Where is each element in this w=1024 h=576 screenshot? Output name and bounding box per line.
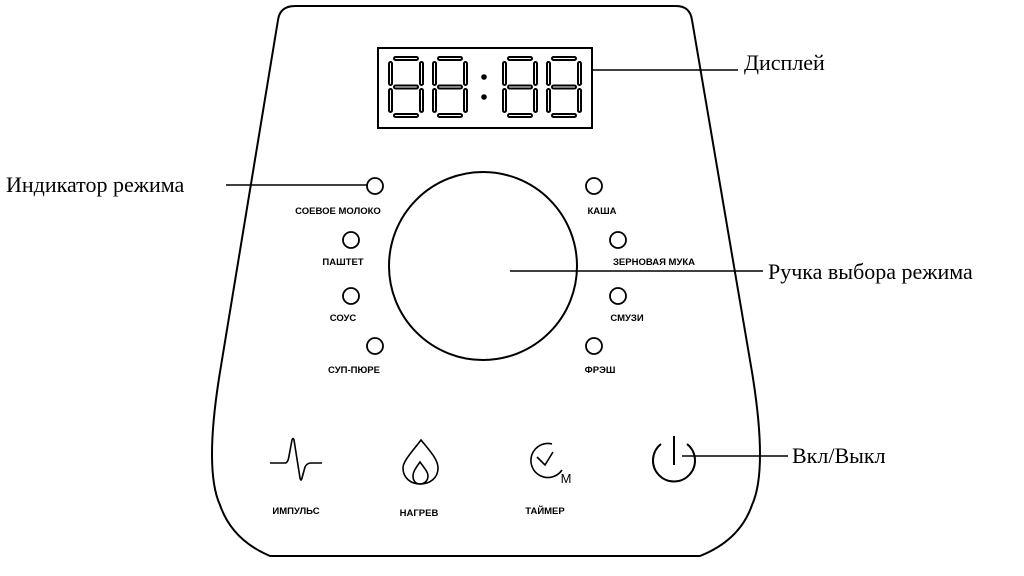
display-segment	[507, 84, 533, 90]
timer-mode-letter: M	[561, 471, 572, 486]
display-segment	[502, 88, 507, 113]
mode-indicator-callout: Индикатор режима	[6, 172, 185, 197]
display-segment	[551, 84, 577, 90]
clock-timer-icon	[530, 442, 563, 479]
display-segment	[419, 61, 424, 86]
display-segment	[551, 56, 577, 61]
mode-label: СОЕВОЕ МОЛОКО	[295, 206, 381, 217]
mode-indicator-led	[609, 231, 627, 249]
pulse-wave-icon	[270, 437, 322, 481]
mode-label: ПАШТЕТ	[322, 257, 363, 268]
mode-indicator-group-right: КАША ЗЕРНОВАЯ МУКА СМУЗИ ФРЭШ	[585, 177, 695, 376]
display-segment	[393, 56, 419, 61]
display-callout: Дисплей	[744, 50, 825, 75]
heat-label: НАГРЕВ	[400, 508, 439, 519]
mode-label: КАША	[587, 206, 616, 217]
display-segment	[577, 61, 582, 86]
display	[377, 47, 593, 129]
display-segment	[577, 88, 582, 113]
power-callout: Вкл/Выкл	[792, 443, 886, 468]
display-segment	[419, 88, 424, 113]
mode-indicator-led	[585, 337, 603, 355]
display-segment	[533, 88, 538, 113]
mode-label: ЗЕРНОВАЯ МУКА	[613, 257, 695, 268]
power-button[interactable]	[652, 436, 696, 483]
pulse-button[interactable]: ИМПУЛЬС	[270, 437, 322, 518]
mode-indicator-led	[609, 287, 627, 305]
display-segment	[432, 88, 437, 113]
pulse-label: ИМПУЛЬС	[272, 506, 319, 517]
mode-indicator-led	[342, 287, 360, 305]
display-colon-top	[481, 74, 487, 80]
display-segment	[393, 84, 419, 90]
display-segment	[437, 113, 463, 118]
flame-inner-icon	[412, 460, 429, 485]
mode-label: СОУС	[330, 313, 357, 324]
mode-label: ФРЭШ	[585, 365, 616, 376]
display-segment	[463, 88, 468, 113]
display-segment	[388, 88, 393, 113]
timer-button[interactable]: M ТАЙМЕР	[525, 442, 572, 517]
display-segment	[388, 61, 393, 86]
mode-label: СМУЗИ	[610, 313, 644, 324]
display-segment	[551, 113, 577, 118]
display-segment	[507, 113, 533, 118]
panel-outline	[211, 5, 761, 557]
timer-label: ТАЙМЕР	[525, 505, 565, 517]
display-segment	[546, 88, 551, 113]
display-segment	[393, 113, 419, 118]
display-digits	[388, 56, 582, 118]
display-segment	[432, 61, 437, 86]
display-segment	[463, 61, 468, 86]
display-segment	[533, 61, 538, 86]
mode-indicator-led	[366, 337, 384, 355]
mode-label: СУП-ПЮРЕ	[328, 365, 380, 376]
clock-hands-icon	[536, 451, 554, 467]
mode-indicator-led	[342, 231, 360, 249]
display-segment	[502, 61, 507, 86]
display-segment	[546, 61, 551, 86]
display-segment	[437, 84, 463, 90]
mode-indicator-group-left: СОЕВОЕ МОЛОКО ПАШТЕТ СОУС СУП-ПЮРЕ	[295, 177, 384, 376]
heat-button[interactable]: НАГРЕВ	[400, 438, 439, 519]
display-segment	[437, 56, 463, 61]
mode-indicator-led	[585, 177, 603, 195]
display-frame	[377, 47, 593, 129]
mode-knob[interactable]	[388, 171, 578, 361]
mode-indicator-led	[366, 177, 384, 195]
display-colon-bottom	[481, 94, 487, 100]
mode-knob-callout: Ручка выбора режима	[768, 259, 973, 284]
display-segment	[507, 56, 533, 61]
